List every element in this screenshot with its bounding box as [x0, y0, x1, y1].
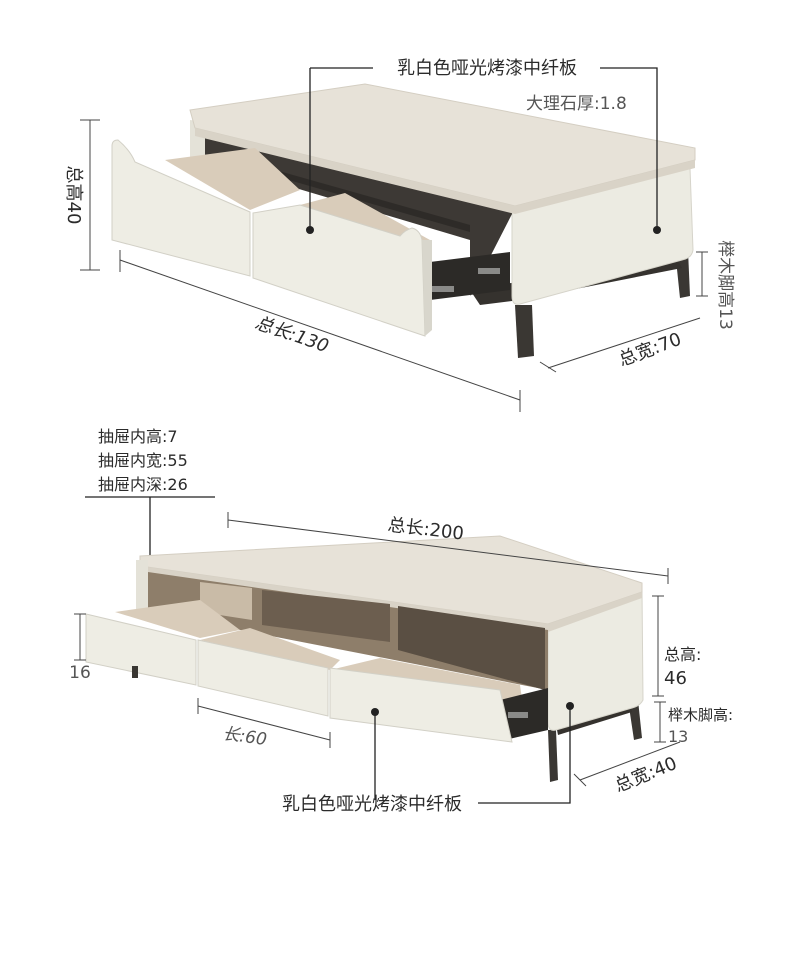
- tv-cabinet-leg-dimension: 榉木脚高: 13: [654, 701, 733, 746]
- drawer-inner-height: 抽屉内高:7: [98, 427, 178, 446]
- coffee-table-leg-dimension: 榉木脚高13: [696, 240, 735, 330]
- coffee-table-width-label: 总宽:70: [616, 329, 684, 371]
- coffee-table-leg-label: 榉木脚高13: [715, 240, 735, 330]
- coffee-table-marble-label: 大理石厚:1.8: [526, 94, 627, 114]
- tv-cabinet-leg-label: 榉木脚高:: [668, 706, 733, 724]
- drawer-inner-depth: 抽屉内深:26: [98, 475, 188, 494]
- coffee-table-material-label: 乳白色哑光烤漆中纤板: [397, 58, 577, 79]
- tv-cabinet-height-value: 46: [664, 668, 687, 689]
- coffee-table-length-label: 总长:130: [252, 312, 331, 357]
- tv-cabinet-drawer-height-label: 16: [69, 663, 91, 683]
- coffee-table-height-dimension: 总高40: [63, 119, 100, 271]
- tv-cabinet-material-label: 乳白色哑光烤漆中纤板: [282, 794, 462, 815]
- coffee-table-height-label: 总高40: [63, 166, 84, 225]
- tv-cabinet-leg-value: 13: [668, 727, 688, 746]
- tv-cabinet-length-label: 总长:200: [386, 514, 464, 544]
- tv-cabinet-height-dimension: 总高: 46: [652, 595, 701, 697]
- tv-cabinet-drawer-length-label: 长:60: [221, 724, 268, 750]
- tv-cabinet-drawer-specs: 抽屉内高:7 抽屉内宽:55 抽屉内深:26: [85, 427, 215, 610]
- coffee-table-illustration: [111, 83, 696, 358]
- tv-cabinet-width-dimension: 总宽:40: [573, 741, 681, 797]
- tv-cabinet-drawer-height-dimension: 16: [69, 613, 91, 683]
- tv-cabinet-material-callout: 乳白色哑光烤漆中纤板: [282, 702, 574, 815]
- tv-cabinet-height-label: 总高:: [664, 645, 701, 664]
- coffee-table-width-dimension: 总宽:70: [539, 317, 701, 373]
- drawer-inner-width: 抽屉内宽:55: [98, 451, 188, 470]
- tv-cabinet-illustration: [85, 535, 644, 782]
- tv-cabinet-width-label: 总宽:40: [612, 753, 680, 797]
- coffee-table-material-callout: 乳白色哑光烤漆中纤板: [306, 58, 661, 234]
